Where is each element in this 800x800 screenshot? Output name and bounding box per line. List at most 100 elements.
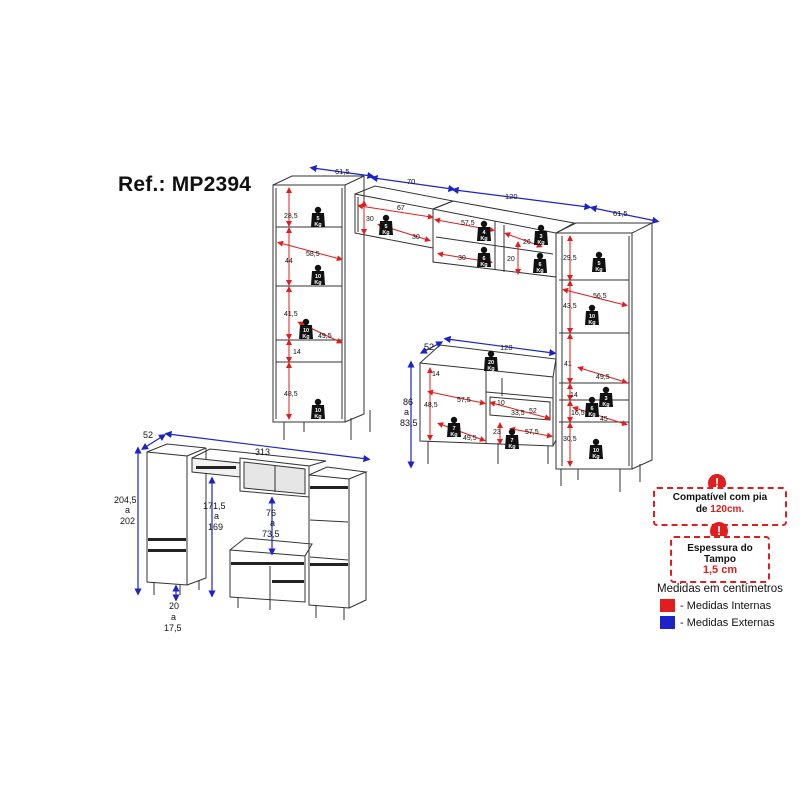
svg-text:7: 7 bbox=[452, 426, 455, 432]
small-external-labels: 52 313 204,5 a 202 171,5 a 169 76 a 73,5… bbox=[114, 430, 280, 633]
top-note-value: 1,5 cm bbox=[702, 564, 738, 576]
rt-h3: 41 bbox=[564, 361, 572, 368]
svg-text:Kg: Kg bbox=[487, 366, 494, 372]
sv-tower-sep: a bbox=[125, 505, 130, 515]
dim-top-4: 61,5 bbox=[613, 209, 628, 218]
legend-internal-label: - Medidas Internas bbox=[680, 599, 772, 612]
svg-text:10: 10 bbox=[589, 314, 595, 320]
sv-counter-min: 73,5 bbox=[262, 529, 280, 539]
rt-h2: 43,5 bbox=[563, 303, 577, 310]
svg-text:10: 10 bbox=[315, 408, 321, 414]
uc70-d: 30 bbox=[412, 234, 420, 241]
dim-top-3: 120 bbox=[505, 192, 518, 201]
svg-text:3: 3 bbox=[604, 396, 607, 402]
dim-counter-depth: 52 bbox=[424, 342, 434, 352]
svg-text:Kg: Kg bbox=[450, 432, 457, 438]
large-internal-dims bbox=[277, 187, 628, 467]
svg-text:Kg: Kg bbox=[314, 414, 321, 420]
small-counter bbox=[229, 537, 313, 610]
ct-i3: 57,5 bbox=[457, 397, 471, 404]
external-swatch bbox=[660, 616, 675, 629]
large-external-labels: 61,5 70 120 61,5 52 120 86 a 83,5 bbox=[335, 167, 628, 428]
countertop-thickness-note: Espessura do Tampo 1,5 cm bbox=[670, 536, 770, 583]
warning-icon: ! bbox=[710, 522, 728, 540]
dim-counter-height-min: 83,5 bbox=[400, 418, 418, 428]
weight-icon: 7Kg bbox=[447, 416, 461, 438]
rt-w2: 49,5 bbox=[596, 374, 610, 381]
svg-text:Kg: Kg bbox=[588, 320, 595, 326]
sv-counter-sep: a bbox=[270, 518, 275, 528]
ct-i7: 49,5 bbox=[463, 435, 477, 442]
weight-icon: 3Kg bbox=[599, 386, 613, 408]
top-note-line1: Espessura do bbox=[687, 543, 753, 554]
svg-text:Kg: Kg bbox=[536, 268, 543, 274]
uc120-h2: 20 bbox=[507, 256, 515, 263]
ct-i8: 23 bbox=[493, 429, 501, 436]
rt-h5: 16,5 bbox=[571, 410, 585, 417]
weight-icon: 6Kg bbox=[477, 246, 491, 268]
reference-code: Ref.: MP2394 bbox=[118, 173, 252, 196]
svg-text:5: 5 bbox=[597, 261, 600, 267]
sink-note-line2: de 120cm. bbox=[695, 504, 745, 515]
lt-h5: 48,5 bbox=[284, 391, 298, 398]
svg-text:6: 6 bbox=[538, 262, 541, 268]
weight-icon: 5Kg bbox=[379, 214, 393, 236]
uc70-w: 67 bbox=[397, 205, 405, 212]
svg-text:Kg: Kg bbox=[592, 454, 599, 460]
rt-h1: 29,5 bbox=[563, 255, 577, 262]
small-external-dims bbox=[134, 430, 371, 602]
rt-w1: 56,5 bbox=[593, 293, 607, 300]
ct-i2: 48,5 bbox=[424, 402, 438, 409]
svg-text:6: 6 bbox=[482, 256, 485, 262]
sv-width: 313 bbox=[255, 447, 270, 457]
svg-text:5: 5 bbox=[316, 216, 319, 222]
sv-gap-min: 169 bbox=[208, 522, 223, 532]
sv-tower-min: 202 bbox=[120, 516, 135, 526]
uc120-w1: 57,5 bbox=[461, 220, 475, 227]
sv-tower-max: 204,5 bbox=[114, 495, 137, 505]
svg-text:6: 6 bbox=[590, 406, 593, 412]
dim-top-1: 61,5 bbox=[335, 167, 350, 176]
dim-counter-width: 120 bbox=[500, 343, 513, 352]
dim-counter-height-sep: a bbox=[404, 407, 409, 417]
uc70-h: 30 bbox=[366, 216, 374, 223]
dim-top-2: 70 bbox=[407, 177, 415, 186]
ct-i9: 57,5 bbox=[525, 429, 539, 436]
ct-i5: 33,5 bbox=[511, 410, 525, 417]
lt-inner: 49,5 bbox=[318, 333, 332, 340]
sv-gap-sep: a bbox=[214, 511, 219, 521]
sv-foot-sep: a bbox=[171, 612, 176, 622]
svg-text:Kg: Kg bbox=[314, 280, 321, 286]
weight-icon: 3Kg bbox=[534, 224, 548, 246]
small-view bbox=[146, 443, 368, 620]
svg-text:4: 4 bbox=[482, 230, 486, 236]
rt-h4: 14 bbox=[570, 392, 578, 399]
weight-icon: 6Kg bbox=[533, 252, 547, 274]
weight-icon: 4Kg bbox=[477, 220, 491, 242]
svg-text:Kg: Kg bbox=[480, 262, 487, 268]
svg-text:7: 7 bbox=[510, 438, 513, 444]
ct-i6: 52 bbox=[529, 408, 537, 415]
sv-foot-max: 20 bbox=[169, 601, 179, 611]
sink-compat-note: Compatível com pia de 120cm. bbox=[653, 487, 787, 526]
svg-text:Kg: Kg bbox=[480, 236, 487, 242]
lt-h4: 14 bbox=[293, 349, 301, 356]
legend-title: Medidas em centímetros bbox=[657, 583, 783, 595]
svg-text:Kg: Kg bbox=[588, 412, 595, 418]
weight-icon: 6Kg bbox=[585, 396, 599, 418]
sink-note-line1: Compatível com pia bbox=[672, 492, 768, 503]
svg-text:Kg: Kg bbox=[314, 222, 321, 228]
svg-text:10: 10 bbox=[303, 328, 309, 334]
dim-counter-height-max: 86 bbox=[403, 397, 413, 407]
weight-icon: 7Kg bbox=[505, 428, 519, 450]
lt-h2: 44 bbox=[285, 258, 293, 265]
svg-text:Kg: Kg bbox=[537, 240, 544, 246]
svg-text:Kg: Kg bbox=[595, 267, 602, 273]
